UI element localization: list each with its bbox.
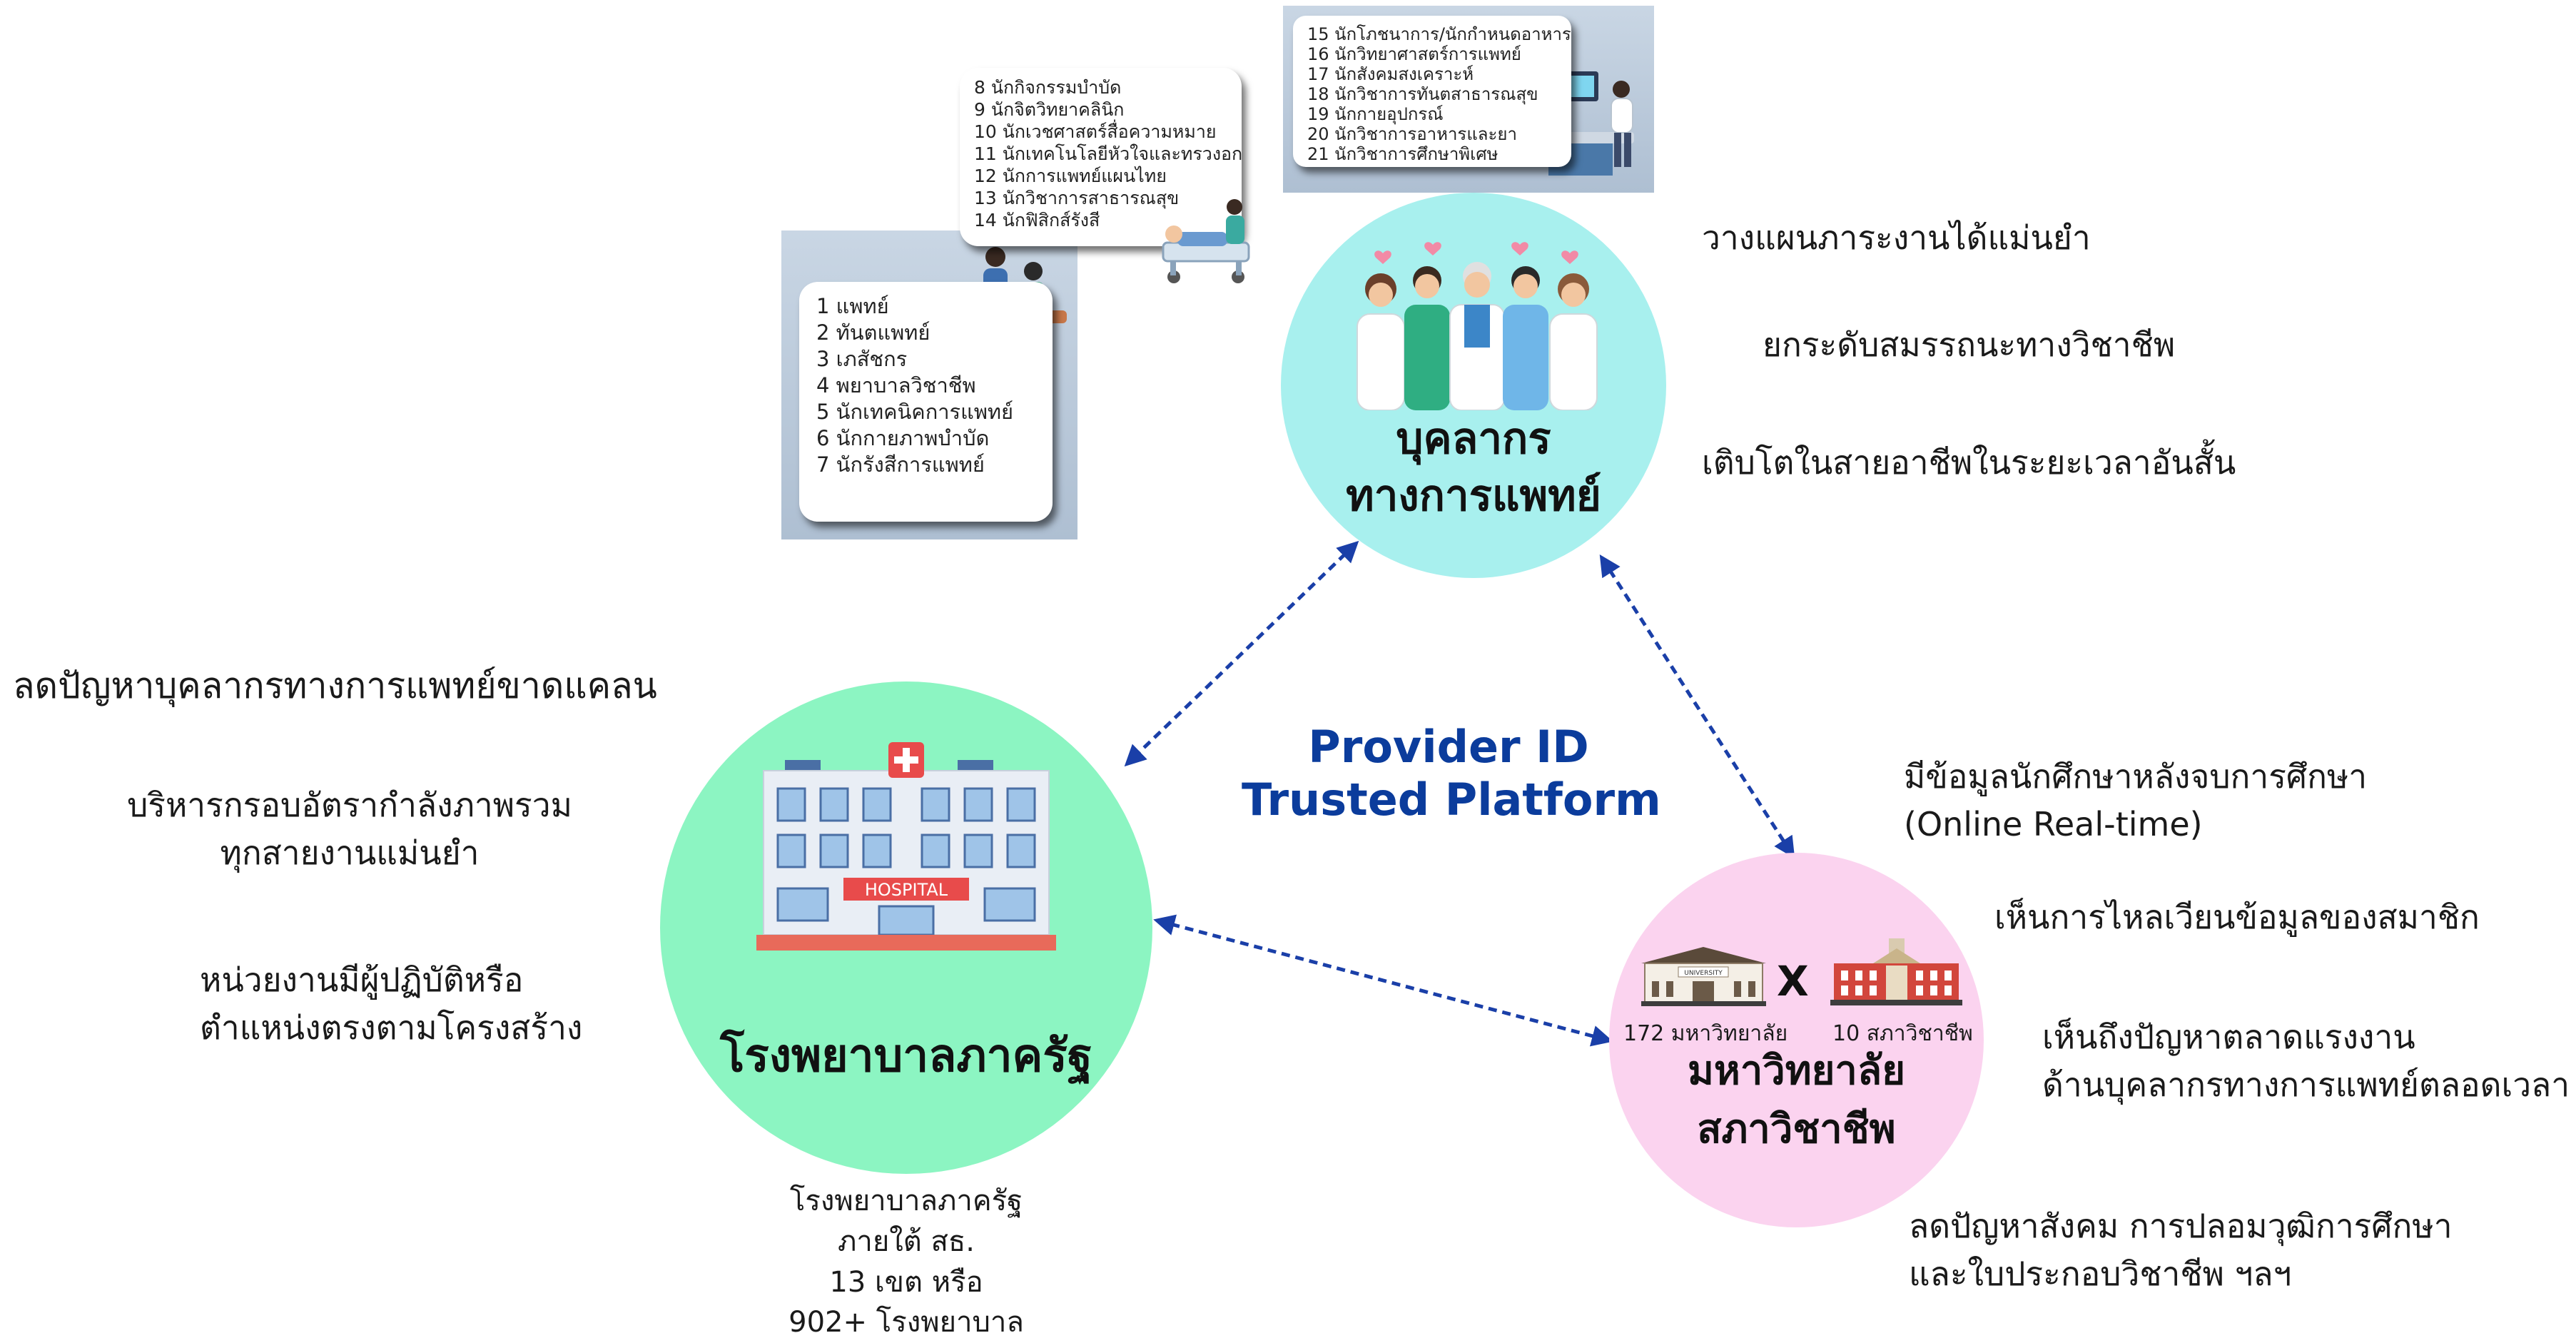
university-benefit-group: ลดปัญหาสังคม การปลอมวุฒิการศึกษา และใบปร…: [1909, 1202, 2453, 1297]
university-building-icon: UNIVERSITY: [1641, 947, 1766, 1006]
count-university: 172 มหาวิทยาลัย: [1623, 1021, 1788, 1046]
hospital-building-icon: HOSPITAL: [756, 742, 1056, 951]
university-title-line1: มหาวิทยาลัย: [1687, 1048, 1906, 1094]
profession-item: 2 ทันตแพทย์: [816, 320, 930, 345]
heart-icon: [1424, 242, 1441, 255]
personnel-title: บุคลากร ทางการแพทย์: [1281, 410, 1666, 524]
hospital-bed-illustration: [1162, 199, 1250, 283]
personnel-benefit: เติบโตในสายอาชีพในระยะเวลาอันสั้น: [1702, 443, 2236, 482]
count-council: 10 สภาวิชาชีพ: [1832, 1021, 1973, 1046]
council-building-icon: [1830, 938, 1962, 1005]
hospital-benefit: ทุกสายงานแม่นยำ: [220, 833, 480, 872]
profession-item: 15 นักโภชนาการ/นักกำหนดอาหาร: [1307, 24, 1571, 44]
arrow-personnel-hospital: [1124, 540, 1359, 767]
university-benefit: มีข้อมูลนักศึกษาหลังจบการศึกษา: [1904, 757, 2368, 796]
profession-item: 7 นักรังสีการแพทย์: [816, 452, 985, 477]
profession-item: 21 นักวิชาการศึกษาพิเศษ: [1307, 144, 1499, 164]
university-benefit: เห็นถึงปัญหาตลาดแรงงาน: [2042, 1018, 2415, 1056]
heart-icon: [1374, 250, 1391, 264]
profession-item: 12 นักการแพทย์แผนไทย: [974, 166, 1167, 186]
hospital-benefit: หน่วยงานมีผู้ปฏิบัติหรือ: [200, 961, 524, 999]
profession-item: 11 นักเทคโนโลยีหัวใจและทรวงอก: [974, 143, 1243, 164]
university-benefit: และใบประกอบวิชาชีพ ฯลฯ: [1909, 1254, 2292, 1293]
personnel-title-line2: ทางการแพทย์: [1346, 471, 1601, 521]
hospital-benefit: ตำแหน่งตรงตามโครงสร้าง: [200, 1008, 583, 1047]
profession-item: 20 นักวิชาการอาหารและยา: [1307, 124, 1517, 144]
profession-item: 13 นักวิชาการสาธารณสุข: [974, 188, 1180, 208]
hospital-note-line: โรงพยาบาลภาครัฐ: [789, 1185, 1023, 1217]
university-benefit-group: เห็นถึงปัญหาตลาดแรงงาน ด้านบุคลากรทางการ…: [2042, 1013, 2570, 1108]
profession-item: 3 เภสัชกร: [816, 347, 908, 371]
platform-title: Provider ID Trusted Platform: [1242, 721, 1661, 826]
university-benefit-group: มีข้อมูลนักศึกษาหลังจบการศึกษา (Online R…: [1904, 753, 2367, 848]
arrow-personnel-university: [1599, 554, 1795, 859]
profession-item: 19 นักกายอุปกรณ์: [1307, 104, 1444, 124]
hospital-note-line: 902+ โรงพยาบาล: [788, 1306, 1024, 1339]
university-benefit: (Online Real-time): [1904, 804, 2203, 843]
profession-item: 18 นักวิชาการทันตสาธารณสุข: [1307, 84, 1538, 104]
profession-card-2: 8 นักกิจกรรมบำบัด 9 นักจิตวิทยาคลินิก 10…: [960, 68, 1242, 246]
hospital-benefit-group: บริหารกรอบอัตรากำลังภาพรวม ทุกสายงานแม่น…: [121, 781, 578, 876]
hospital-note: โรงพยาบาลภาครัฐ ภายใต้ สธ. 13 เขต หรือ 9…: [771, 1181, 1042, 1343]
hospital-benefit: บริหารกรอบอัตรากำลังภาพรวม: [127, 786, 572, 824]
university-benefit: ลดปัญหาสังคม การปลอมวุฒิการศึกษา: [1909, 1207, 2453, 1245]
heart-icon: [1561, 250, 1578, 264]
profession-item: 17 นักสังคมสงเคราะห์: [1307, 64, 1474, 84]
profession-item: 1 แพทย์: [816, 294, 889, 318]
profession-item: 5 นักเทคนิคการแพทย์: [816, 400, 1014, 424]
hospital-title: โรงพยาบาลภาครัฐ: [719, 1030, 1093, 1083]
hospital-benefit: ลดปัญหาบุคลากรทางการแพทย์ขาดแคลน: [13, 665, 657, 706]
platform-title-line2: Trusted Platform: [1242, 774, 1661, 826]
profession-item: 14 นักฟิสิกส์รังสี: [974, 210, 1100, 230]
university-benefit: เห็นการไหลเวียนข้อมูลของสมาชิก: [1994, 898, 2480, 936]
personnel-title-line1: บุคลากร: [1396, 414, 1551, 464]
university-circle: [1609, 853, 1984, 1227]
profession-item: 9 นักจิตวิทยาคลินิก: [974, 99, 1125, 120]
hospital-note-line: ภายใต้ สธ.: [837, 1225, 975, 1258]
profession-item: 6 นักกายภาพบำบัด: [816, 426, 990, 450]
profession-item: 8 นักกิจกรรมบำบัด: [974, 77, 1122, 98]
personnel-benefit: วางแผนภาระงานได้แม่นยำ: [1702, 218, 2091, 257]
hospital-sign: HOSPITAL: [865, 880, 948, 900]
profession-item: 10 นักเวชศาสตร์สื่อความหมาย: [974, 121, 1217, 142]
university-cross: X: [1777, 957, 1809, 1005]
university-benefit: ด้านบุคลากรทางการแพทย์ตลอดเวลา: [2042, 1065, 2570, 1104]
arrow-hospital-university: [1153, 914, 1613, 1047]
personnel-benefit: ยกระดับสมรรถนะทางวิชาชีพ: [1763, 325, 2176, 364]
profession-card-1: 1 แพทย์ 2 ทันตแพทย์ 3 เภสัชกร 4 พยาบาลวิ…: [799, 282, 1053, 522]
profession-item: 16 นักวิทยาศาสตร์การแพทย์: [1307, 44, 1521, 64]
university-sign: UNIVERSITY: [1684, 970, 1723, 977]
platform-title-line1: Provider ID: [1308, 721, 1589, 773]
heart-icon: [1511, 242, 1528, 255]
hospital-note-line: 13 เขต หรือ: [829, 1265, 983, 1299]
university-title-line2: สภาวิชาชีพ: [1697, 1106, 1896, 1152]
profession-card-3: 15 นักโภชนาการ/นักกำหนดอาหาร 16 นักวิทยา…: [1293, 16, 1571, 167]
hospital-benefit-group: หน่วยงานมีผู้ปฏิบัติหรือ ตำแหน่งตรงตามโค…: [200, 956, 582, 1051]
university-title: มหาวิทยาลัย สภาวิชาชีพ: [1609, 1042, 1984, 1159]
profession-item: 4 พยาบาลวิชาชีพ: [816, 373, 976, 397]
medical-staff-illustration: [1357, 242, 1598, 410]
